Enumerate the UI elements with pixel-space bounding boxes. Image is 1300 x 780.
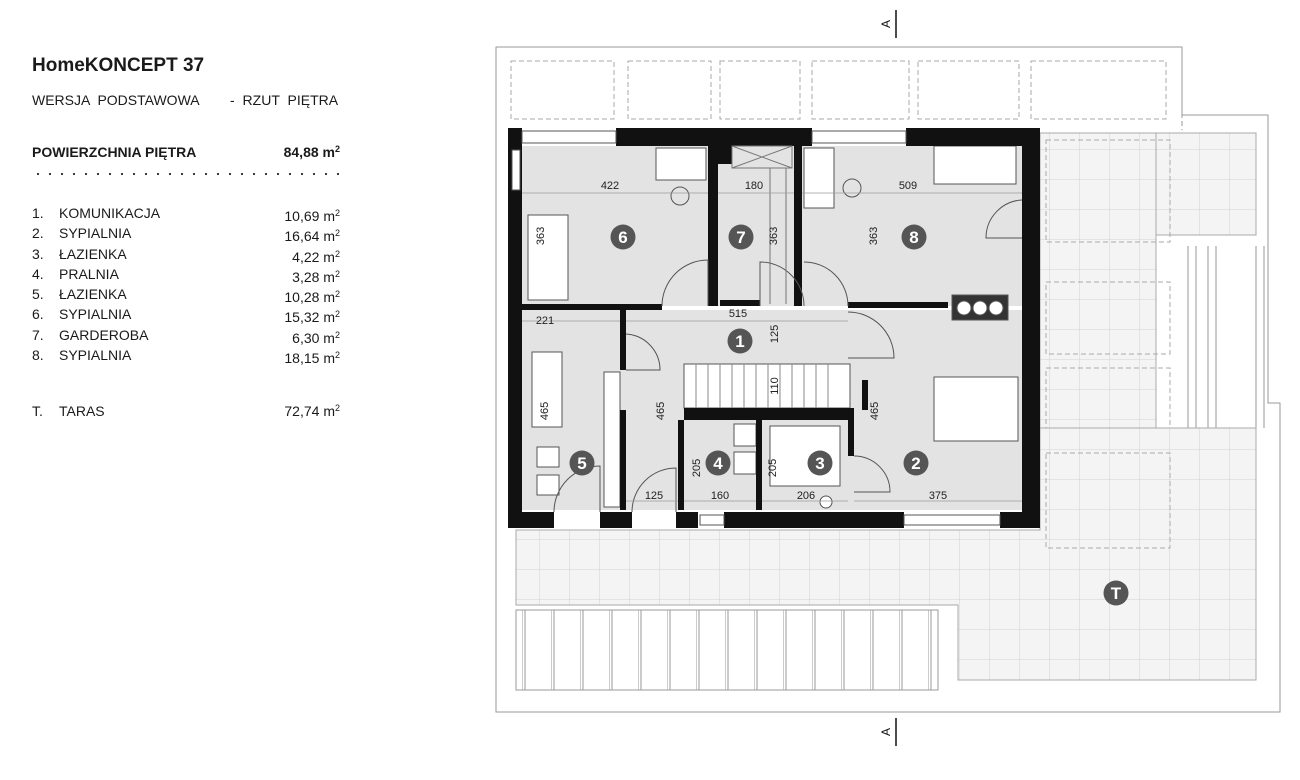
dim-label: 465 [869,402,881,420]
dim-label: 509 [899,180,917,192]
plan-title: HomeKONCEPT 37 [32,55,205,76]
dim-label: 205 [767,459,779,477]
dim-label: 180 [745,180,763,192]
room-marker-4: 4 [705,450,731,476]
version-label: WERSJA PODSTAWOWA [32,92,200,108]
doors [553,199,1023,513]
dim-label: 363 [768,227,780,245]
floor-area-value: 84,88 m2 [283,144,340,160]
dim-label: 465 [539,402,551,420]
room-marker-5: 5 [569,450,595,476]
dimension-labels: 422 180 509 221 515 125 160 206 375 363 … [535,180,947,502]
room-marker-7: 7 [728,224,754,250]
dim-label: 422 [601,180,619,192]
terrace-main [515,427,1257,691]
svg-text:6: 6 [618,228,627,247]
wall-windows [511,130,1001,526]
room-marker-2: 2 [903,450,929,476]
room-markers: 1 2 3 4 5 6 7 8 T [569,224,1129,606]
dim-label: 465 [655,402,667,420]
svg-text:A: A [879,20,893,28]
dimension-lines [522,192,1022,502]
walls [508,128,1040,528]
svg-text:7: 7 [736,228,745,247]
room-marker-8: 8 [901,224,927,250]
dim-label: 160 [711,490,729,502]
dotted-divider [32,172,340,176]
room-marker-6: 6 [610,224,636,250]
svg-text:5: 5 [577,454,586,473]
dim-label: 205 [691,459,703,477]
floor-area-row: POWIERZCHNIA PIĘTRA 84,88 m2 [32,144,340,160]
dim-label: 110 [769,377,781,395]
roof-outline [495,46,1281,713]
svg-text:4: 4 [713,454,723,473]
dim-label: 363 [535,227,547,245]
svg-text:3: 3 [815,454,824,473]
section-marker-bottom: A [879,718,897,746]
svg-text:T: T [1111,584,1122,603]
floor-area-label: POWIERZCHNIA PIĘTRA [32,144,197,160]
room-marker-3: 3 [807,450,833,476]
dim-label: 363 [868,227,880,245]
dim-label: 125 [645,490,663,502]
view-label: - RZUT PIĘTRA [230,92,339,108]
dim-label: 221 [536,315,554,327]
room-marker-1: 1 [727,328,753,354]
svg-text:2: 2 [911,454,920,473]
dim-label: 206 [797,490,815,502]
roof-windows [510,60,1167,120]
dim-label: 515 [729,308,747,320]
section-marker-top: A [879,10,897,38]
staircase [683,363,851,409]
svg-text:A: A [879,728,893,736]
fixtures [527,145,1019,509]
wardrobe-marks [731,145,793,304]
svg-text:8: 8 [909,228,918,247]
dim-label: 125 [769,325,781,343]
terrace-right [1039,132,1265,429]
dim-label: 375 [929,490,947,502]
svg-text:1: 1 [735,332,744,351]
room-marker-terrace: T [1103,580,1129,606]
